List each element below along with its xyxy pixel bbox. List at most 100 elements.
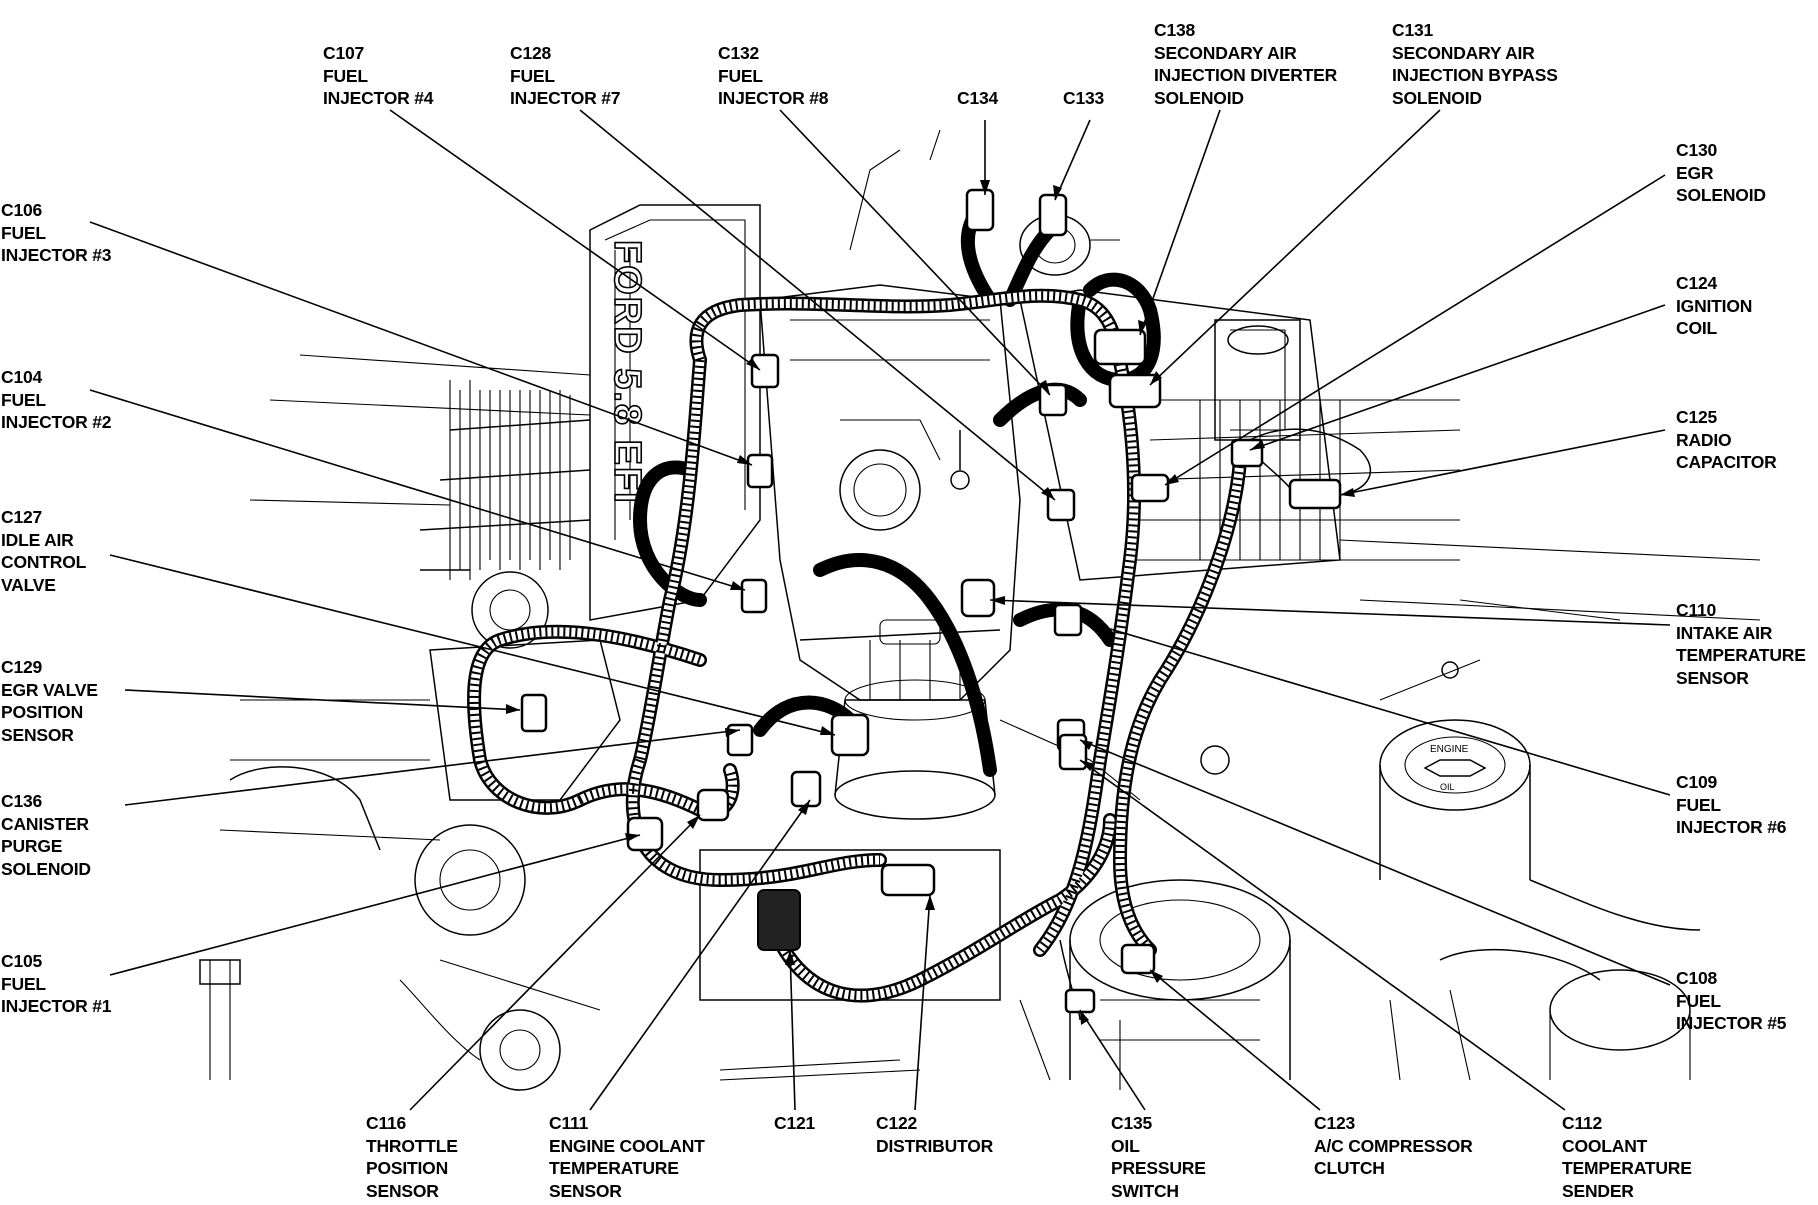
callout-c107-line-2: FUEL [323, 65, 368, 86]
callout-c132-line-1: C132 [718, 43, 760, 63]
callout-c134: C134 [957, 87, 998, 110]
wiring-harness [467, 208, 1371, 1021]
callout-c129-line-3: POSITION [1, 702, 84, 722]
callout-c106-line-3: INJECTOR #3 [1, 245, 112, 265]
callout-c123: C123 A/C COMPRESSOR CLUTCH [1314, 1112, 1473, 1180]
callout-c123-line-1: C123 [1314, 1113, 1356, 1133]
connector-c107 [750, 353, 780, 389]
callout-c124-line-2: IGNITION [1676, 295, 1753, 316]
callout-c128: C128 FUEL INJECTOR #7 [510, 42, 620, 110]
callout-c112-line-1: C112 [1562, 1113, 1603, 1133]
callout-c111-line-2: ENGINE COOLANT [549, 1135, 705, 1156]
connector-c128 [1046, 488, 1076, 522]
callout-c127-line-4: VALVE [1, 574, 56, 595]
callout-c110-line-3: TEMPERATURE [1676, 645, 1806, 665]
connector-c104 [740, 578, 768, 614]
connector-c122 [880, 863, 936, 897]
callout-c116: C116 THROTTLE POSITION SENSOR [366, 1112, 458, 1202]
connector-c112 [1058, 733, 1088, 771]
connector-c133 [1038, 193, 1068, 237]
connector-c130 [1130, 473, 1170, 503]
callout-c130-line-3: SOLENOID [1676, 185, 1766, 205]
connector-c111 [790, 770, 822, 808]
callout-c110: C110 INTAKE AIR TEMPERATURE SENSOR [1676, 599, 1806, 689]
callout-c111-line-4: SENSOR [549, 1180, 622, 1201]
callout-c129-line-1: C129 [1, 657, 43, 677]
connector-c138 [1093, 328, 1147, 366]
callout-c121-line-1: C121 [774, 1113, 816, 1133]
callout-c132-line-3: INJECTOR #8 [718, 88, 829, 108]
callout-c130: C130 EGR SOLENOID [1676, 139, 1766, 207]
callout-c122-line-1: C122 [876, 1113, 918, 1133]
callout-c109-line-2: FUEL [1676, 794, 1721, 815]
connector-c136 [626, 816, 664, 852]
callout-c108: C108 FUEL INJECTOR #5 [1676, 967, 1786, 1035]
callout-c138-line-3: INJECTION DIVERTER [1154, 65, 1338, 85]
callout-c125-line-3: CAPACITOR [1676, 452, 1777, 472]
callout-c127-line-1: C127 [1, 507, 43, 527]
callout-c134-line-1: C134 [957, 88, 999, 108]
callout-c116-line-2: THROTTLE [366, 1135, 458, 1156]
callout-c136: C136 CANISTER PURGE SOLENOID [1, 790, 91, 880]
callout-c112-line-3: TEMPERATURE [1562, 1158, 1692, 1178]
connector-c129 [520, 693, 548, 733]
callout-c105-line-2: FUEL [1, 973, 46, 994]
callout-c106-line-2: FUEL [1, 222, 46, 243]
callout-c104: C104 FUEL INJECTOR #2 [1, 366, 111, 434]
leader-arrows [506, 180, 1355, 1025]
callout-c104-line-2: FUEL [1, 389, 46, 410]
callout-c132: C132 FUEL INJECTOR #8 [718, 42, 828, 110]
connector-c106 [746, 453, 774, 489]
connector-c131 [1108, 373, 1162, 409]
callout-c135-line-3: PRESSURE [1111, 1158, 1206, 1178]
callout-c106: C106 FUEL INJECTOR #3 [1, 199, 111, 267]
callout-c121: C121 [774, 1112, 815, 1135]
connector-c121 [757, 889, 801, 951]
engine-outline [199, 129, 1761, 1091]
connector-c109 [1053, 603, 1083, 637]
callout-c136-line-2: CANISTER [1, 813, 89, 834]
callout-c110-line-1: C110 [1676, 600, 1717, 620]
callout-c116-line-1: C116 [366, 1113, 407, 1133]
connector-c132 [1038, 383, 1068, 417]
callout-c116-line-4: SENSOR [366, 1180, 439, 1201]
callout-c123-line-3: CLUTCH [1314, 1158, 1385, 1178]
callout-c129: C129 EGR VALVE POSITION SENSOR [1, 656, 98, 746]
callout-c129-line-4: SENSOR [1, 724, 74, 745]
callout-c105-line-1: C105 [1, 951, 43, 971]
callout-c135-line-1: C135 [1111, 1113, 1153, 1133]
callout-c127: C127 IDLE AIR CONTROL VALVE [1, 506, 86, 596]
callout-c133: C133 [1063, 87, 1104, 110]
callout-c108-line-1: C108 [1676, 968, 1718, 988]
callout-c112: C112 COOLANT TEMPERATURE SENDER [1562, 1112, 1692, 1202]
callout-c107-line-3: INJECTOR #4 [323, 88, 434, 108]
callout-c123-line-2: A/C COMPRESSOR [1314, 1135, 1473, 1156]
callout-c116-line-3: POSITION [366, 1158, 449, 1178]
callout-c131-line-4: SOLENOID [1392, 87, 1482, 108]
callout-c135-line-4: SWITCH [1111, 1180, 1179, 1201]
callout-c107-line-1: C107 [323, 43, 365, 63]
leader-lines [89, 109, 1671, 1111]
callout-c105: C105 FUEL INJECTOR #1 [1, 950, 111, 1018]
connector-c110 [960, 578, 996, 618]
connector-c135 [1064, 988, 1096, 1014]
callout-c131-line-3: INJECTION BYPASS [1392, 65, 1558, 85]
callout-c128-line-3: INJECTOR #7 [510, 88, 621, 108]
callout-c111: C111 ENGINE COOLANT TEMPERATURE SENSOR [549, 1112, 705, 1202]
callout-c122: C122 DISTRIBUTOR [876, 1112, 993, 1157]
callout-c110-line-4: SENSOR [1676, 667, 1749, 688]
connector-c116 [696, 788, 730, 822]
callout-c136-line-4: SOLENOID [1, 858, 91, 879]
callout-c109-line-1: C109 [1676, 772, 1718, 792]
oil-cap: ENGINE OIL [1423, 744, 1487, 792]
callout-c124: C124 IGNITION COIL [1676, 272, 1752, 340]
callout-c131-line-2: SECONDARY AIR [1392, 42, 1535, 63]
callout-c135: C135 OIL PRESSURE SWITCH [1111, 1112, 1206, 1202]
callout-c112-line-4: SENDER [1562, 1180, 1634, 1201]
callout-c109-line-3: INJECTOR #6 [1676, 817, 1787, 837]
callout-c131-line-1: C131 [1392, 20, 1434, 40]
callout-c125: C125 RADIO CAPACITOR [1676, 406, 1777, 474]
callout-c106-line-1: C106 [1, 200, 43, 220]
